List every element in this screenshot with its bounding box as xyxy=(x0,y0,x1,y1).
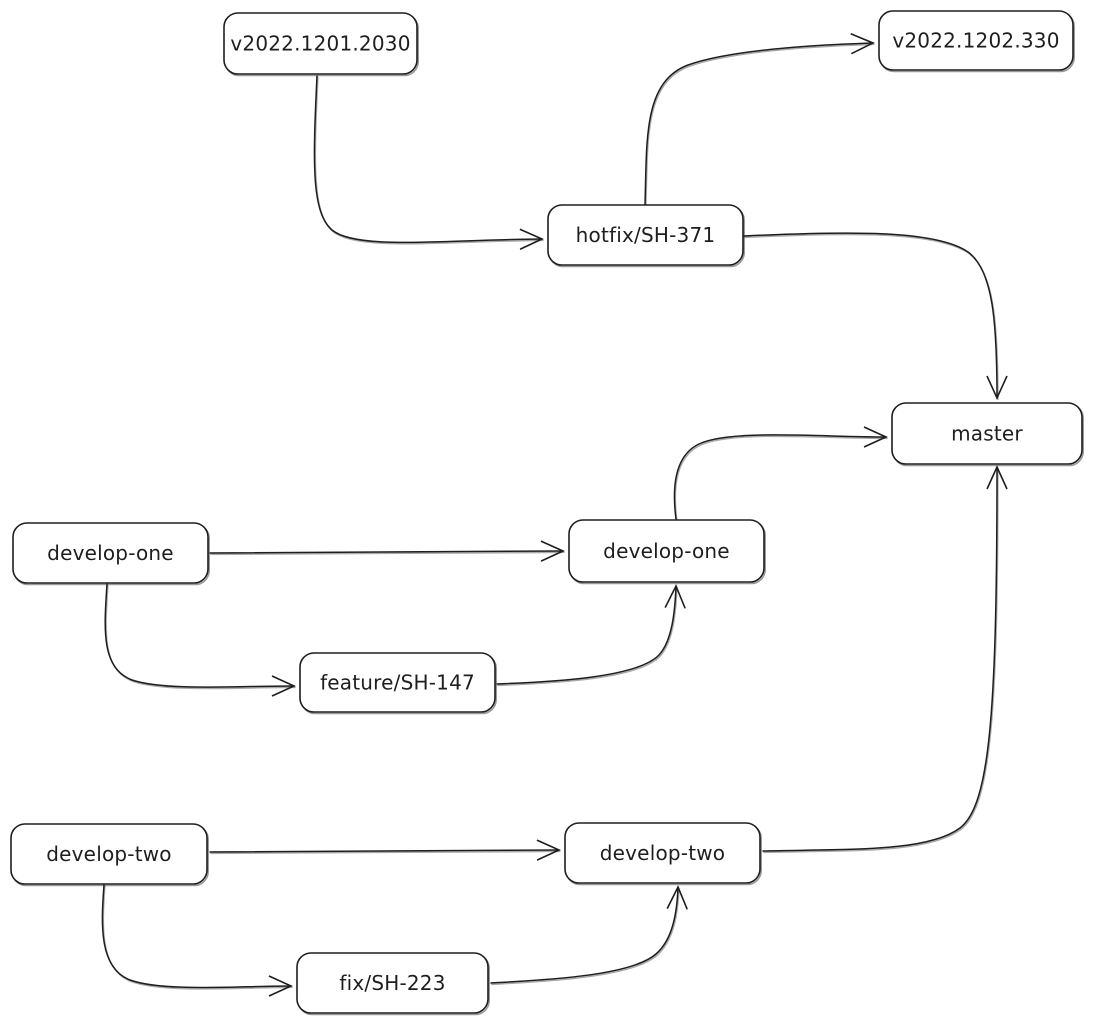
node-label: develop-one xyxy=(47,541,174,565)
edge-feature-sh-147-to-develop-one-right[interactable] xyxy=(496,584,686,687)
node-label: v2022.1201.2030 xyxy=(230,32,410,56)
node-master[interactable]: master xyxy=(891,402,1085,467)
edge-tag-v2022-1201-2030-to-hotfix-sh-371[interactable] xyxy=(313,75,544,250)
node-label: develop-two xyxy=(600,841,725,865)
node-label: hotfix/SH-371 xyxy=(576,223,716,247)
edge-develop-two-left-to-fix-sh-223[interactable] xyxy=(101,884,293,997)
edge-develop-one-right-to-master[interactable] xyxy=(673,426,888,522)
node-fix-sh-223[interactable]: fix/SH-223 xyxy=(296,952,491,1016)
node-hotfix-sh-371[interactable]: hotfix/SH-371 xyxy=(547,204,746,268)
node-label: v2022.1202.330 xyxy=(892,29,1059,53)
edge-develop-two-left-to-develop-two-right[interactable] xyxy=(209,839,561,861)
edge-develop-one-left-to-feature-sh-147[interactable] xyxy=(104,583,296,697)
nodes-layer: v2022.1201.2030 v2022.1202.330 hotfix/SH-3… xyxy=(10,10,1085,1016)
edge-fix-sh-223-to-develop-two-right[interactable] xyxy=(490,885,688,986)
node-develop-two-left[interactable]: develop-two xyxy=(10,823,209,887)
edges-layer xyxy=(101,32,1008,997)
node-label: master xyxy=(951,422,1023,446)
edge-develop-one-left-to-develop-one-right[interactable] xyxy=(209,540,565,562)
node-label: develop-one xyxy=(603,539,730,563)
node-develop-two-right[interactable]: develop-two xyxy=(564,822,763,886)
node-label: fix/SH-223 xyxy=(339,971,445,995)
node-tag-v2022-1202-330[interactable]: v2022.1202.330 xyxy=(878,10,1076,73)
edge-hotfix-sh-371-to-master[interactable] xyxy=(743,232,1008,401)
node-feature-sh-147[interactable]: feature/SH-147 xyxy=(299,652,498,715)
node-develop-one-left[interactable]: develop-one xyxy=(12,522,210,586)
edge-develop-two-right-to-master[interactable] xyxy=(762,465,1008,854)
node-tag-v2022-1201-2030[interactable]: v2022.1201.2030 xyxy=(223,12,419,77)
node-label: develop-two xyxy=(46,842,171,866)
edge-hotfix-sh-371-to-tag-v2022-1202-330[interactable] xyxy=(644,32,875,208)
node-label: feature/SH-147 xyxy=(320,671,475,695)
node-develop-one-right[interactable]: develop-one xyxy=(568,519,767,585)
